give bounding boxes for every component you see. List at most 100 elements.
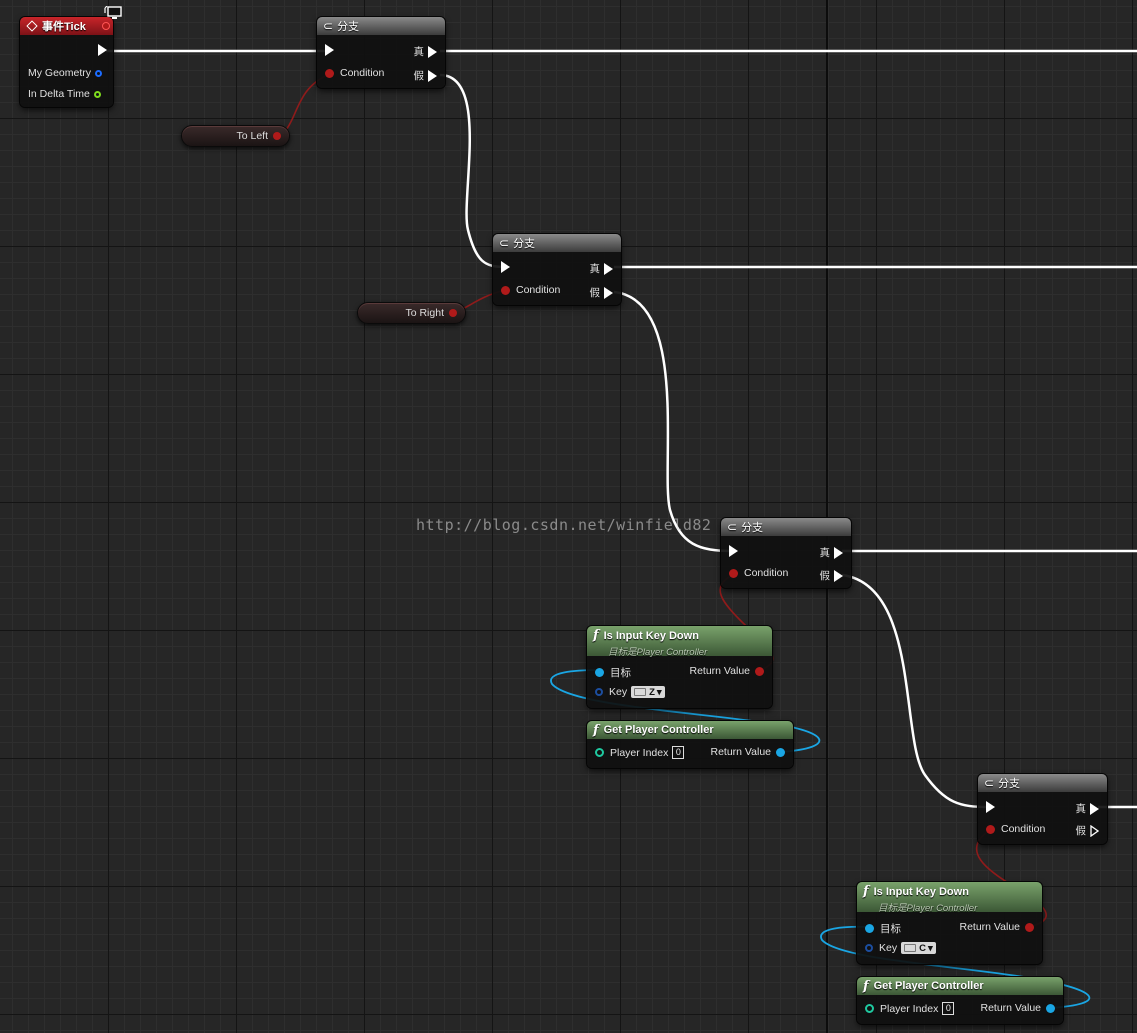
branch-2-title: 分支 [513,238,536,250]
event-tick-title: 事件Tick [42,21,86,33]
get-pc-1-player-index-label: Player Index [610,746,669,759]
is-key-down-1-return-pin[interactable] [755,666,764,676]
branch-node-1[interactable]: ⊂ 分支 真 Condition 假 [317,17,445,88]
branch-2-false-pin[interactable] [604,286,613,299]
branch-node-2[interactable]: ⊂ 分支 真 Condition 假 [493,234,621,305]
get-pc-1-return-pin[interactable] [776,747,785,757]
get-pc-2-player-index-pin[interactable] [865,1004,874,1013]
branch-3-exec-in-pin[interactable] [729,545,738,557]
to-right-output-pin[interactable] [449,309,457,317]
event-tick-header[interactable]: 事件Tick [20,17,113,35]
get-pc-1-player-index-pin[interactable] [595,748,604,757]
get-player-controller-node-1[interactable]: f Get Player Controller Player Index 0 R… [587,721,793,768]
to-right-variable-node[interactable]: To Right [357,302,466,324]
function-icon: f [863,884,869,899]
branch-1-exec-in-pin[interactable] [325,44,334,56]
branch-1-title: 分支 [337,21,360,33]
get-pc-2-player-index-input[interactable]: 0 [942,1002,955,1015]
function-icon: f [593,628,599,643]
branch-4-header[interactable]: ⊂ 分支 [978,774,1107,792]
graph-origin-line [826,0,828,1033]
branch-1-condition-label: Condition [340,67,385,79]
is-key-down-2-target-label: 目标 [880,923,901,935]
is-key-down-2-title: Is Input Key Down [873,885,969,898]
is-key-down-1-key-label: Key [609,686,628,698]
exec-output-pin[interactable] [98,44,107,56]
object-wire-pc1 [550,669,821,753]
branch-4-condition-pin[interactable] [986,824,995,834]
branch-node-3[interactable]: ⊂ 分支 真 Condition 假 [721,518,851,588]
branch-4-condition-label: Condition [1001,823,1046,835]
get-pc-1-title: Get Player Controller [603,724,714,736]
branch-1-true-label: 真 [413,46,425,58]
branch-3-condition-label: Condition [744,567,789,579]
is-key-down-2-key-pin[interactable] [865,944,873,952]
get-pc-1-header[interactable]: f Get Player Controller [587,721,793,739]
branch-4-exec-in-pin[interactable] [986,801,995,813]
branch-4-true-pin[interactable] [1090,802,1099,815]
is-key-down-2-subtitle: 目标是Player Controller [878,903,978,914]
branch-4-title: 分支 [998,778,1021,790]
object-wire-pc2 [820,925,1091,1009]
branch-3-true-label: 真 [819,547,831,559]
is-key-down-2-target-pin[interactable] [865,924,874,933]
get-pc-2-header[interactable]: f Get Player Controller [857,977,1063,995]
in-delta-time-pin[interactable] [93,90,101,98]
branch-icon: ⊂ [727,520,738,534]
branch-3-true-pin[interactable] [834,546,843,559]
get-pc-2-return-pin[interactable] [1046,1003,1055,1013]
branch-2-header[interactable]: ⊂ 分支 [493,234,621,252]
branch-3-condition-pin[interactable] [729,568,738,578]
branch-3-title: 分支 [741,522,764,534]
key-selector-2[interactable]: C▾ [901,942,936,954]
is-key-down-2-header[interactable]: f Is Input Key Down 目标是Player Controller [857,882,1042,914]
function-icon: f [863,978,869,994]
branch-4-false-pin-unconnected[interactable] [1090,824,1099,837]
is-key-down-1-subtitle: 目标是Player Controller [608,647,708,658]
to-left-label: To Left [236,130,268,142]
my-geometry-pin[interactable] [95,69,103,77]
is-key-down-2-return-pin[interactable] [1025,922,1034,932]
branch-3-false-label: 假 [819,570,831,582]
pin-label-in-delta-time: In Delta Time [28,88,90,100]
branch-1-condition-pin[interactable] [325,68,334,78]
keyboard-icon [904,944,917,952]
key-selector-1-value: Z [649,686,655,698]
is-key-down-1-target-pin[interactable] [595,668,604,677]
event-tick-node[interactable]: 事件Tick My Geometry In Delta Time [20,17,113,107]
function-icon: f [593,722,599,738]
branch-1-true-pin[interactable] [428,45,437,58]
chevron-down-icon: ▾ [656,686,662,698]
exec-wire-branch3-false [841,573,989,809]
get-player-controller-node-2[interactable]: f Get Player Controller Player Index 0 R… [857,977,1063,1024]
is-key-down-1-key-pin[interactable] [595,688,603,696]
branch-2-true-pin[interactable] [604,262,613,275]
branch-node-4[interactable]: ⊂ 分支 真 Condition 假 [978,774,1107,844]
get-pc-1-player-index-input[interactable]: 0 [672,746,685,759]
keyboard-icon [634,688,647,696]
branch-3-header[interactable]: ⊂ 分支 [721,518,851,536]
branch-icon: ⊂ [323,19,334,33]
key-selector-2-value: C [919,942,926,954]
is-key-down-1-target-label: 目标 [610,667,631,679]
event-delegate-pin[interactable] [102,22,110,30]
is-key-down-1-header[interactable]: f Is Input Key Down 目标是Player Controller [587,626,772,658]
branch-2-exec-in-pin[interactable] [501,261,510,273]
to-left-output-pin[interactable] [273,132,281,140]
exec-wire-branch1-false [439,73,506,269]
is-key-down-2-key-label: Key [879,942,898,954]
key-selector-1[interactable]: Z▾ [631,686,665,698]
branch-3-false-pin[interactable] [834,569,843,582]
get-pc-2-title: Get Player Controller [873,980,984,992]
is-key-down-1-title: Is Input Key Down [603,629,699,642]
monitor-icon [104,6,122,19]
branch-2-condition-pin[interactable] [501,285,510,295]
to-left-variable-node[interactable]: To Left [181,125,290,147]
branch-icon: ⊂ [499,236,510,250]
chevron-down-icon: ▾ [927,942,933,954]
branch-1-header[interactable]: ⊂ 分支 [317,17,445,35]
is-key-down-1-return-label: Return Value [689,665,750,677]
branch-1-false-pin[interactable] [428,69,437,82]
